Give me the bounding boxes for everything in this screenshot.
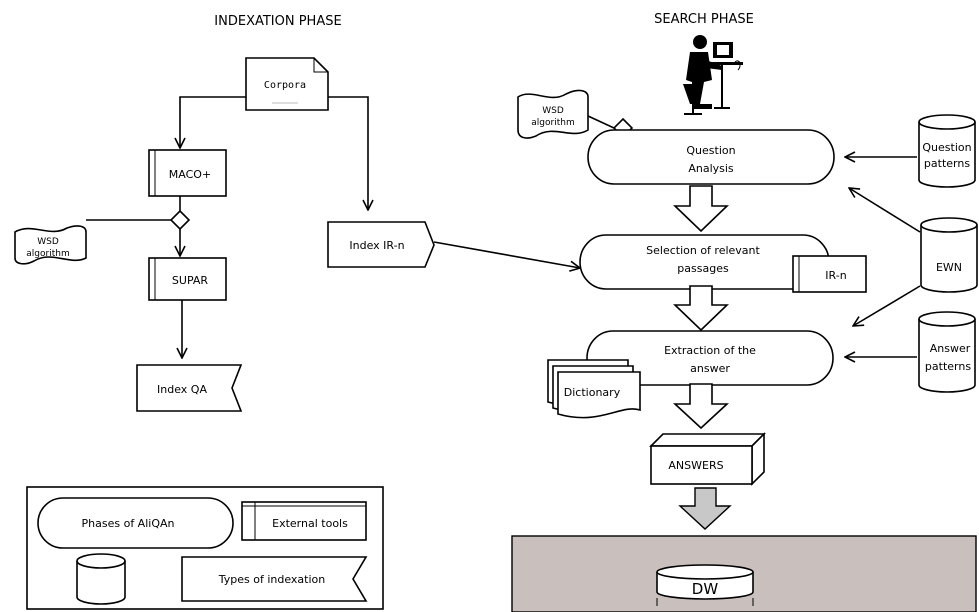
wsd-algorithm-left: WSD algorithm [14, 225, 87, 265]
index-irn-label: Index IR-n [349, 239, 404, 252]
legend-indexation-shape: Types of indexation [181, 556, 368, 602]
maco-label: MACO+ [169, 168, 211, 181]
search-phase-title: SEARCH PHASE [654, 12, 754, 27]
indexation-phase-title: INDEXATION PHASE [214, 14, 341, 29]
index-qa: Index QA [136, 364, 243, 412]
wsd-right-line2: algorithm [531, 118, 574, 128]
extraction-answer-phase: Extraction of the answer [586, 330, 834, 386]
corpora-to-index-irn-arrow [328, 96, 368, 210]
answers-box: ANSWERS [649, 432, 766, 486]
wsd-algorithm-right: WSD algorithm [517, 89, 589, 139]
ewn-to-extraction-arrow [853, 285, 921, 326]
selection-line1: Selection of relevant [646, 244, 760, 257]
question-analysis-phase: Question Analysis [587, 129, 835, 185]
legend-database-shape [76, 553, 126, 605]
legend-types-of-indexation-label: Types of indexation [218, 573, 326, 586]
dictionary-label: Dictionary [564, 386, 621, 399]
irn-label: IR-n [825, 269, 846, 282]
corpora-to-maco-arrow [180, 96, 246, 148]
flow-arrow-question-to-selection [673, 185, 729, 233]
index-irn-to-selection-arrow [433, 241, 580, 268]
flow-arrow-answers-to-dw [678, 487, 732, 530]
legend-phases-label: Phases of AliQAn [82, 517, 175, 530]
answer-patterns-line2: patterns [925, 360, 971, 373]
wsd-left-line2: algorithm [26, 249, 69, 259]
ewn-to-question-arrow [849, 188, 921, 233]
flow-arrow-selection-to-extraction [673, 285, 729, 332]
question-patterns-line1: Question [922, 141, 971, 154]
selection-line2: passages [677, 262, 729, 275]
question-patterns-line2: patterns [924, 157, 970, 170]
corpora-label: Corpora [264, 80, 306, 91]
irn-tool: IR-n [792, 255, 867, 293]
index-irn: Index IR-n [327, 221, 435, 268]
answer-patterns-db: Answer patterns [918, 311, 976, 393]
legend-phase-shape: Phases of AliQAn [37, 497, 234, 549]
maco-tool: MACO+ [148, 149, 227, 197]
question-analysis-line1: Question [686, 144, 735, 157]
dw-label: DW [692, 580, 719, 598]
extraction-line1: Extraction of the [664, 344, 756, 357]
merge-diamond-left [169, 209, 191, 231]
question-patterns-db: Question patterns [918, 114, 976, 188]
ewn-db: EWN [920, 217, 978, 293]
index-qa-label: Index QA [157, 383, 207, 396]
dw-database: DW [656, 564, 754, 606]
supar-label: SUPAR [172, 274, 208, 287]
person-at-computer-icon [683, 35, 743, 115]
extraction-line2: answer [690, 362, 730, 375]
wsd-right-connector [587, 115, 615, 129]
answers-label: ANSWERS [668, 459, 723, 472]
question-analysis-line2: Analysis [688, 162, 734, 175]
flow-arrow-extraction-to-answers [672, 383, 730, 430]
legend-external-tool-shape: External tools [241, 501, 367, 541]
wsd-left-line1: WSD [37, 237, 59, 247]
supar-tool: SUPAR [148, 257, 227, 301]
corpora-document: Corpora [245, 57, 329, 111]
ewn-label: EWN [936, 261, 962, 274]
dictionary-documents: Dictionary [547, 359, 641, 419]
legend-external-tools-label: External tools [272, 517, 348, 530]
wsd-right-line1: WSD [542, 106, 564, 116]
selection-passages-phase: Selection of relevant passages [579, 234, 830, 290]
answer-patterns-line1: Answer [930, 342, 971, 355]
